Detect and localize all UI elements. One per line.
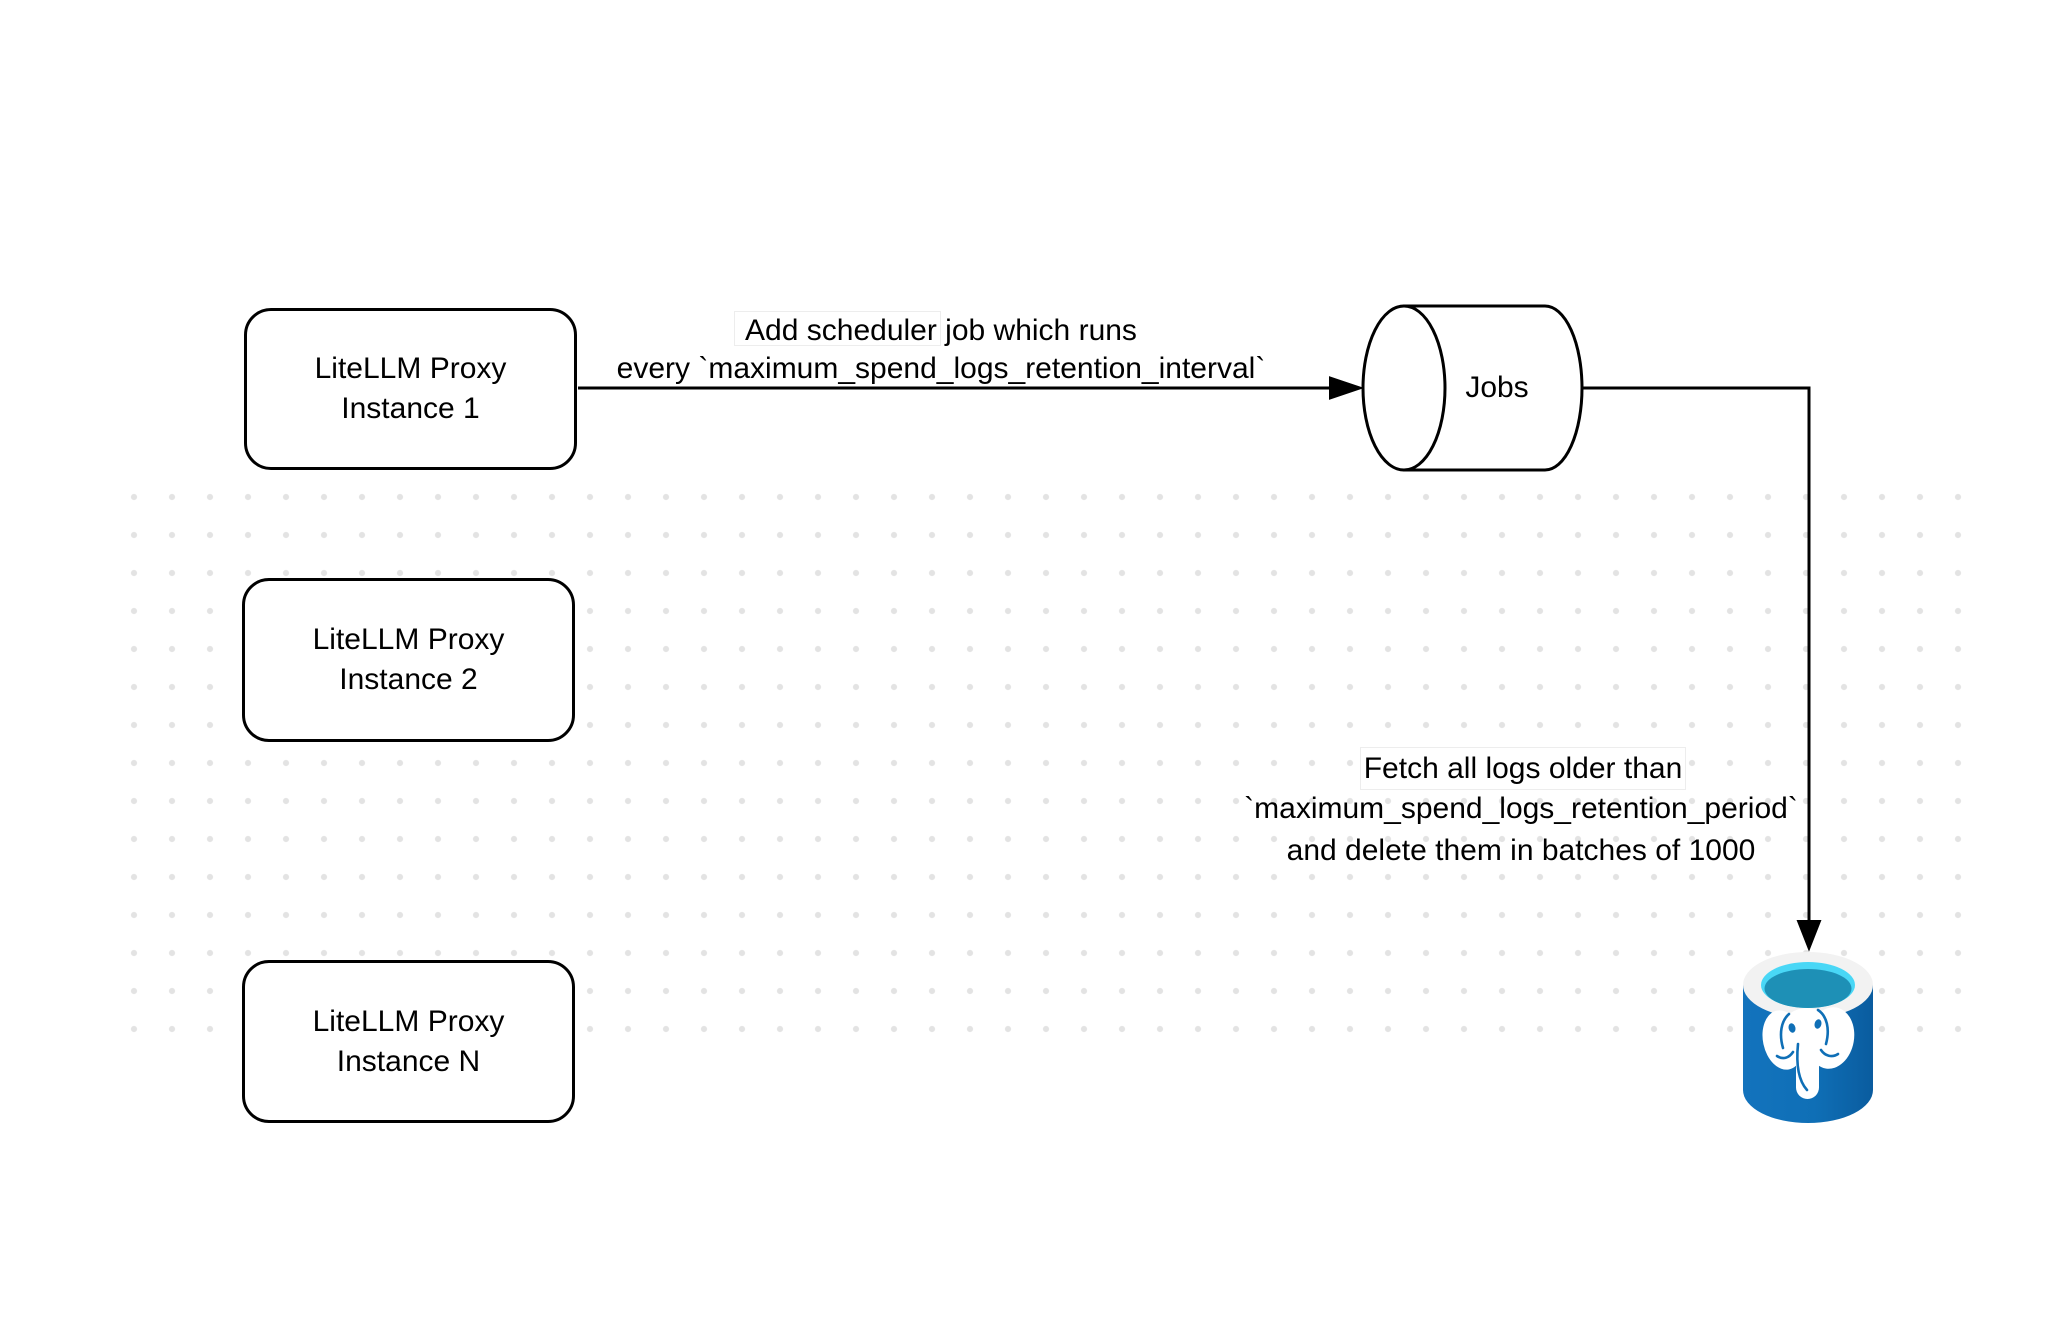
arrowhead-right-icon: [1329, 376, 1365, 400]
node-litellm-proxy-instance-1[interactable]: LiteLLM Proxy Instance 1: [244, 308, 577, 470]
edge-fetch-connector[interactable]: [1583, 386, 1822, 952]
node-litellm-proxy-instance-2[interactable]: LiteLLM Proxy Instance 2: [242, 578, 575, 742]
node-litellm-proxy-instance-n[interactable]: LiteLLM Proxy Instance N: [242, 960, 575, 1123]
queue-open-end: [1361, 304, 1447, 472]
edge-fetch-label-line1: Fetch all logs older than: [1360, 747, 1686, 790]
edge-label-background: [734, 311, 941, 346]
node-label: LiteLLM Proxy Instance 1: [314, 352, 507, 425]
queue-body: [1402, 304, 1584, 472]
postgresql-database-icon[interactable]: [1743, 952, 1873, 1123]
jobs-node-label: Jobs: [1465, 371, 1529, 404]
node-label: LiteLLM Proxy Instance N: [312, 1004, 505, 1078]
elephant-icon: [1762, 1007, 1855, 1099]
arrowhead-down-icon: [1796, 920, 1822, 952]
edge-fetch-label-rest: `maximum_spend_logs_retention_period` an…: [1244, 792, 1798, 867]
edge-scheduler-label: Add scheduler job which runs every `maxi…: [616, 314, 1266, 385]
jobs-queue-node[interactable]: [1361, 304, 1584, 472]
edge-scheduler-connector[interactable]: [578, 376, 1365, 400]
node-label: LiteLLM Proxy Instance 2: [312, 623, 505, 696]
db-top-liquid: [1764, 969, 1852, 1008]
